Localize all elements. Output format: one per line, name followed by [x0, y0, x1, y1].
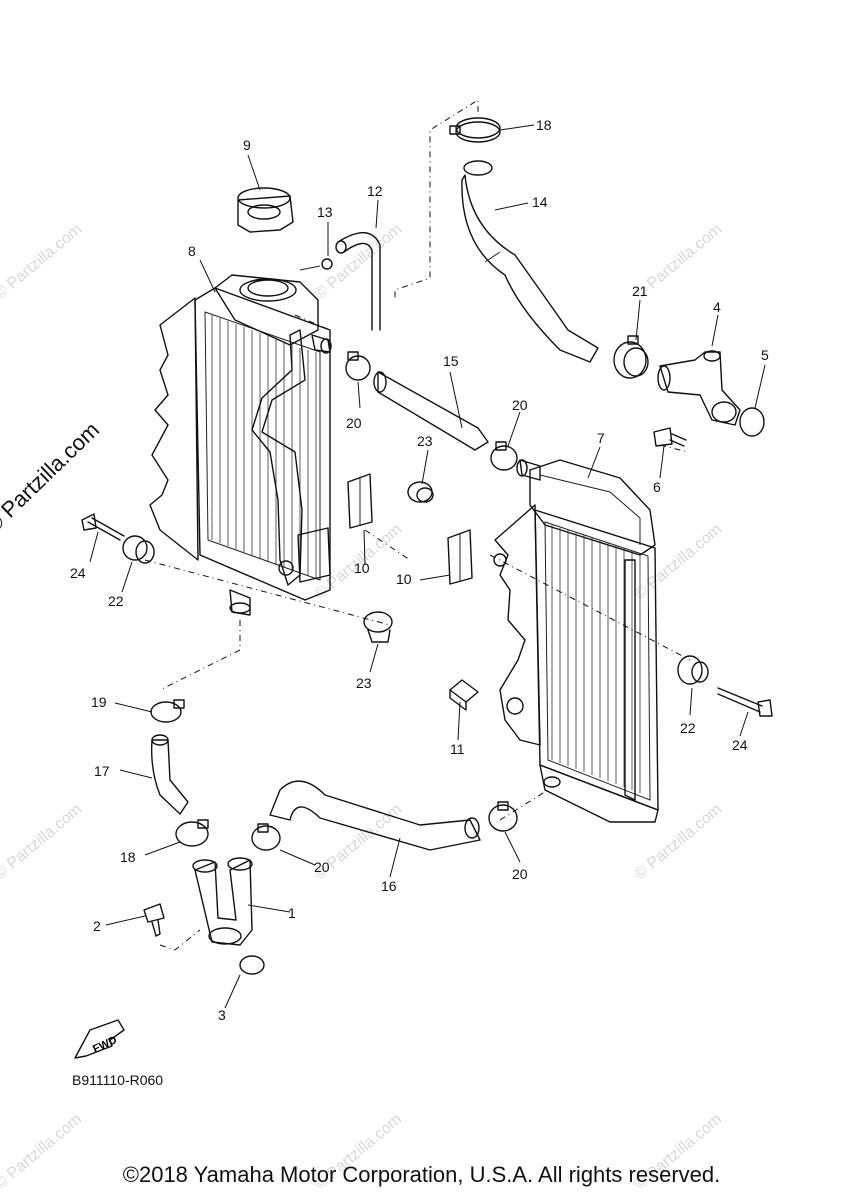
o-ring-5 [739, 407, 765, 437]
bolt-6 [653, 427, 687, 447]
callout-5: 5 [761, 347, 769, 363]
watermark-text: © Partzilla.com [0, 221, 85, 303]
clamp-20-lower-left [251, 823, 281, 851]
collar-23-right [407, 481, 434, 503]
clamp-18-top [449, 117, 501, 143]
callout-20-lower-right: 20 [512, 866, 528, 882]
fwd-arrow-icon: FWD [74, 1019, 125, 1059]
copyright-notice: ©2018 Yamaha Motor Corporation, U.S.A. A… [122, 1162, 721, 1187]
clamp-20-upper-left [345, 351, 371, 381]
assembly-lines [144, 99, 691, 951]
watermark-text: © Partzilla.com [632, 801, 726, 883]
collar-23-left [363, 611, 393, 643]
bolt-right [717, 687, 773, 717]
callout-2: 2 [93, 918, 101, 934]
callout-8: 8 [188, 243, 196, 259]
callout-3: 3 [218, 1007, 226, 1023]
radiator-cap [237, 187, 294, 233]
callout-19: 19 [91, 694, 107, 710]
right-radiator [493, 459, 659, 823]
hose-17 [150, 734, 189, 815]
callout-20-lower-left: 20 [314, 859, 330, 875]
bolt-left [81, 513, 125, 541]
watermark-text: © Partzilla.com [0, 801, 85, 883]
callout-11: 11 [450, 741, 465, 757]
callout-14: 14 [532, 194, 548, 210]
hose-16 [269, 780, 481, 851]
clamp-18-lower [175, 819, 209, 847]
callout-23-lower: 23 [356, 675, 372, 691]
callout-13: 13 [317, 204, 333, 220]
clamp-20-upper-right [490, 441, 518, 471]
callout-4: 4 [713, 299, 721, 315]
callout-12: 12 [367, 183, 383, 199]
breather-hose [335, 232, 381, 331]
o-ring-3 [239, 955, 265, 975]
clamp-20-lower-right [488, 801, 518, 832]
watermark-text: © Partzilla.com [632, 521, 726, 603]
callout-23-upper: 23 [417, 433, 433, 449]
small-damper [449, 679, 479, 711]
rubber-damper-b [447, 529, 473, 585]
callout-10-right: 10 [396, 571, 412, 587]
callout-6: 6 [653, 479, 661, 495]
callout-22-left: 22 [108, 593, 124, 609]
callout-7: 7 [597, 430, 605, 446]
rubber-damper-a [347, 473, 373, 529]
callout-10-left: 10 [354, 560, 370, 576]
callout-24-right: 24 [732, 737, 748, 753]
hose-15 [373, 371, 489, 451]
hose-14 [461, 160, 599, 363]
callout-18-top: 18 [536, 117, 552, 133]
callout-16: 16 [381, 878, 397, 894]
pipe-joint [192, 857, 253, 946]
callout-20-upper-left: 20 [346, 415, 362, 431]
clamp-19 [150, 699, 185, 723]
callout-24-left: 24 [70, 565, 86, 581]
fwd-label: FWD [91, 1034, 119, 1055]
callout-15: 15 [443, 353, 459, 369]
bolt-2 [143, 903, 165, 937]
elbow-joint-4 [657, 350, 741, 426]
callout-9: 9 [243, 137, 251, 153]
callout-17: 17 [94, 763, 110, 779]
grommet-left [122, 535, 155, 564]
callout-22-right: 22 [680, 720, 696, 736]
left-radiator [149, 274, 332, 616]
callout-21: 21 [632, 283, 648, 299]
callout-1: 1 [288, 905, 296, 921]
diagram-code: B911110-R060 [72, 1072, 164, 1088]
grommet-right [677, 655, 709, 685]
hose-clip-small [299, 258, 333, 271]
leader-lines [89, 124, 766, 1009]
callout-labels: 9 8 13 12 18 14 21 4 5 15 20 20 7 23 6 1… [70, 117, 769, 1023]
callout-18-lower: 18 [120, 849, 136, 865]
callout-20-upper-right: 20 [512, 397, 528, 413]
clamp-21 [613, 335, 649, 379]
